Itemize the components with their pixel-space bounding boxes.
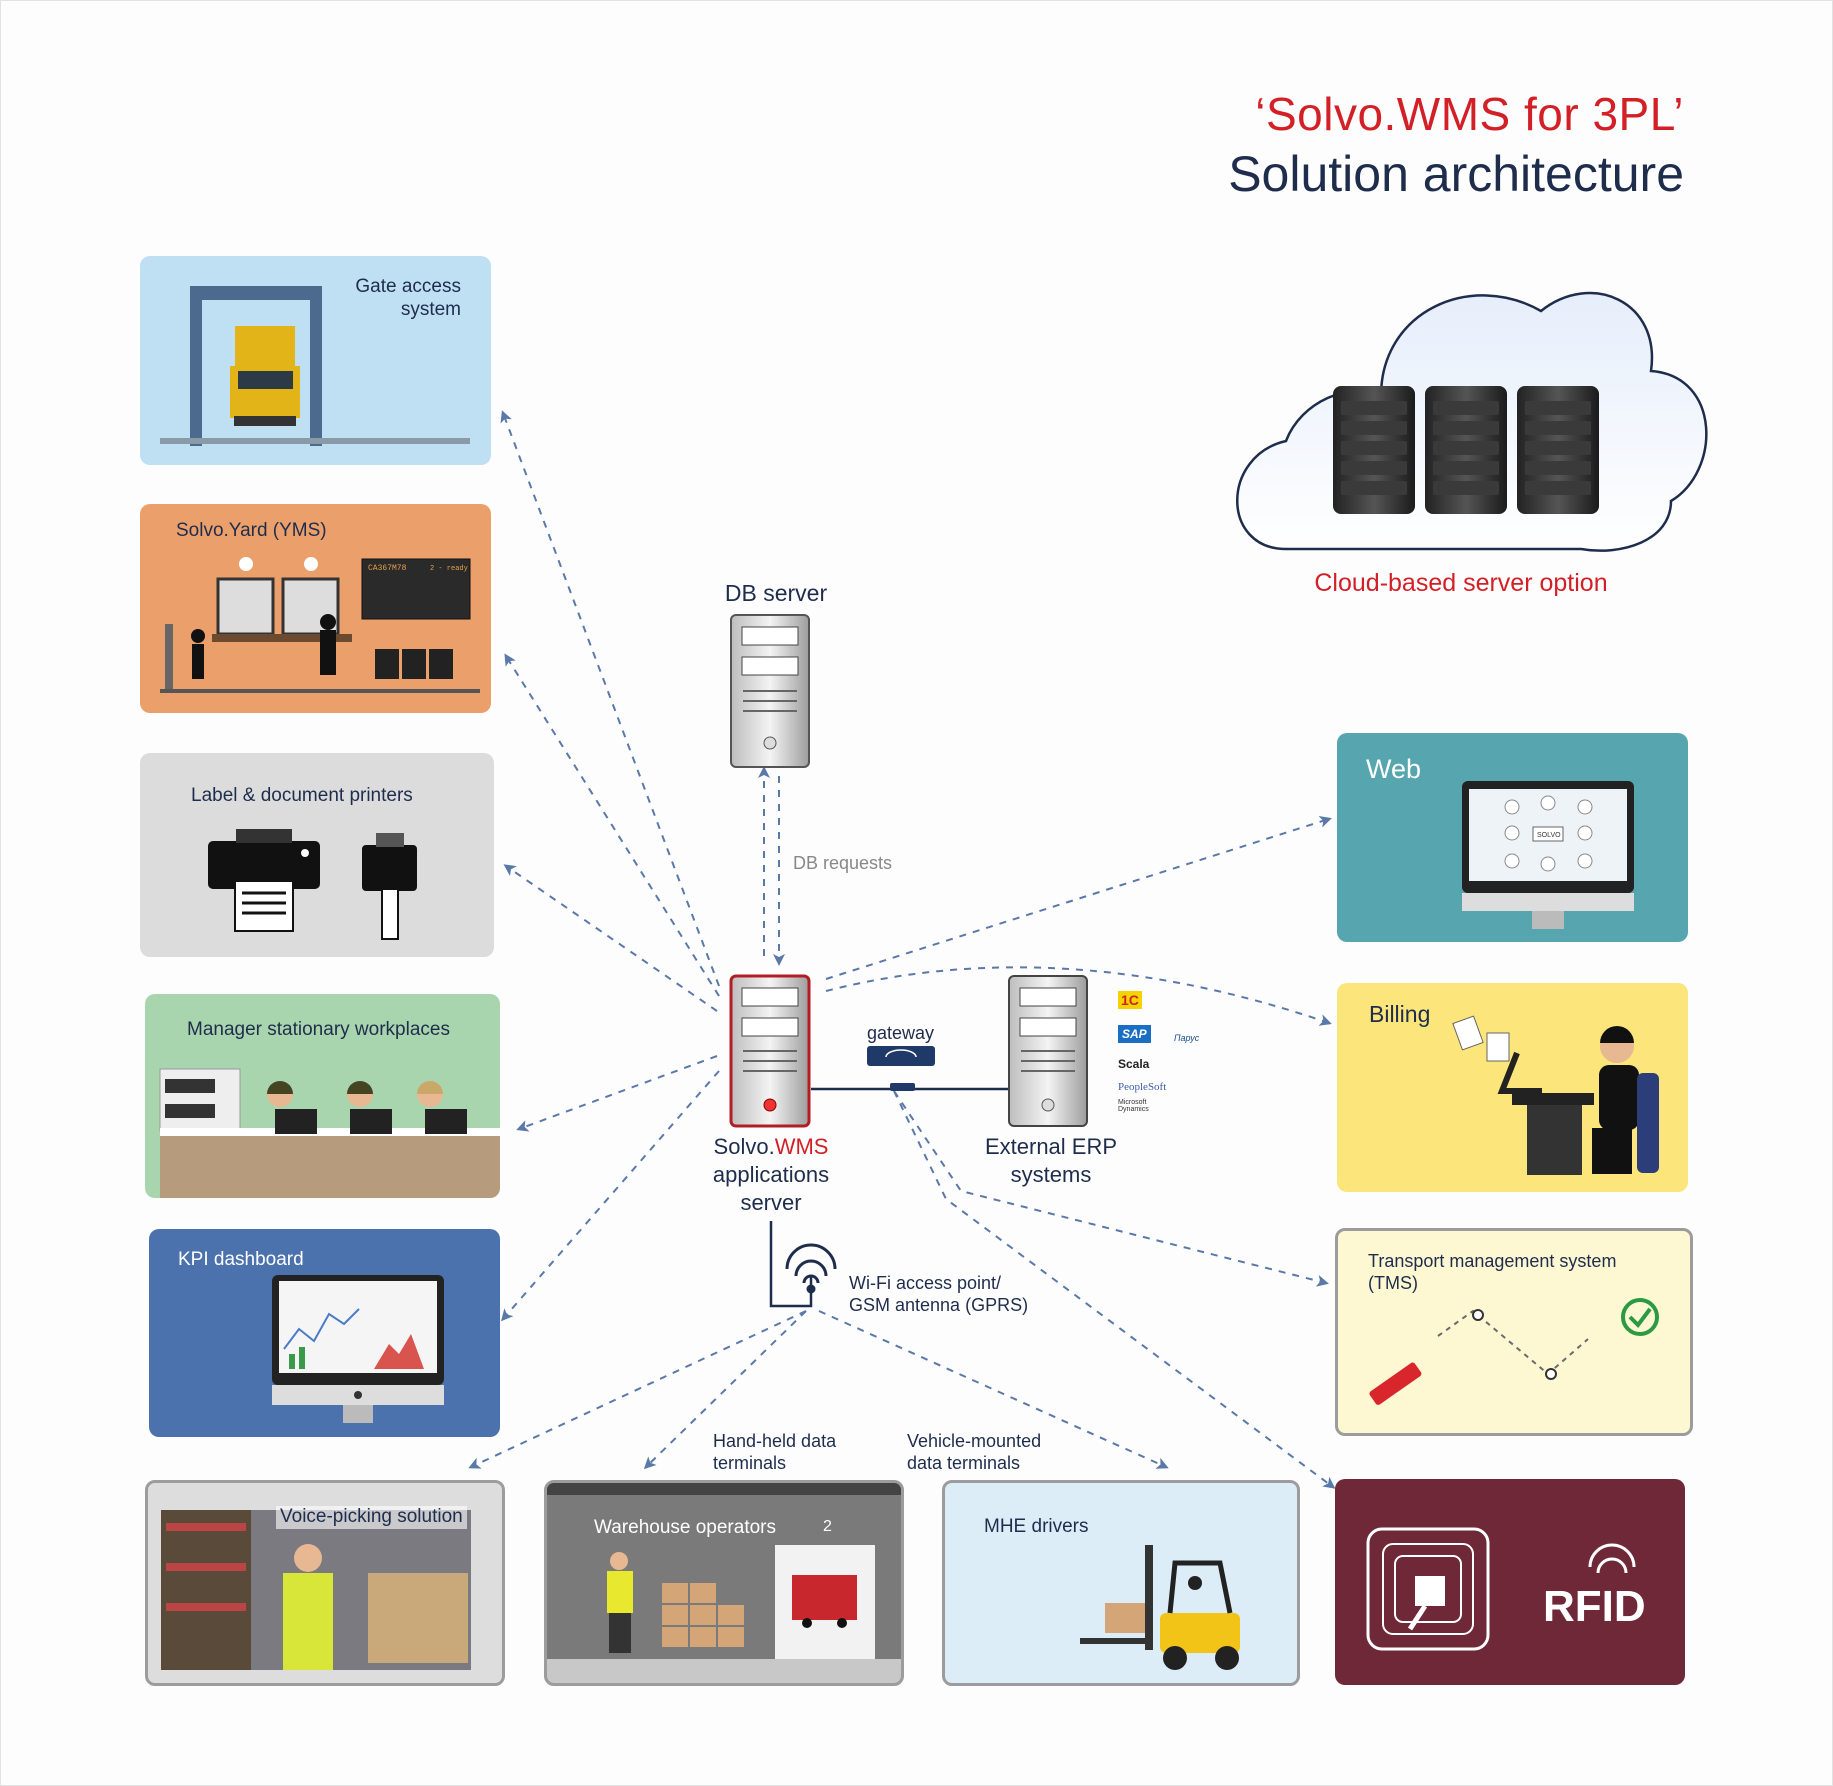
erp-label: External ERP systems: [984, 1134, 1118, 1188]
tms-route-illustration: [1369, 1298, 1659, 1405]
arrow-to-warehouse: [643, 1310, 807, 1470]
truck-gate-illustration: [160, 286, 470, 446]
logo-dynamics: Microsoft Dynamics: [1118, 1099, 1149, 1113]
voice-picking-illustration: [161, 1510, 471, 1670]
logo-sap: SAP: [1118, 1025, 1151, 1043]
voice-picking-label: Voice-picking solution: [276, 1506, 467, 1529]
warehouse-illustration: [547, 1545, 901, 1683]
db-server-icon: [730, 614, 810, 768]
rfid-tag-icon: [1366, 1527, 1636, 1651]
kpi-monitor-illustration: [272, 1275, 444, 1423]
manager-label: Manager stationary workplaces: [187, 1019, 450, 1040]
cloud-server-2: [1425, 386, 1507, 514]
wifi-label: Wi-Fi access point/ GSM antenna (GPRS): [849, 1273, 1028, 1317]
kpi-label: KPI dashboard: [178, 1249, 304, 1270]
arrow-to-voice: [468, 1310, 807, 1469]
warehouse-operators-label: Warehouse operators: [594, 1517, 777, 1538]
arrow-to-manager: [516, 1055, 718, 1132]
erp-server-icon: [1008, 975, 1088, 1127]
gate-access-box[interactable]: Gate access system: [140, 256, 491, 465]
diagram-subtitle: Solution architecture: [1228, 146, 1684, 202]
arrow-to-web: [825, 816, 1332, 980]
wifi-label-line2: GSM antenna (GPRS): [849, 1294, 1029, 1315]
yard-board-text-1: CA367M78: [368, 564, 407, 573]
logo-parus: Парус: [1174, 1033, 1200, 1043]
web-label: Web: [1366, 754, 1422, 784]
web-monitor-illustration: SOLVO: [1462, 781, 1634, 929]
cloud-server-3: [1517, 386, 1599, 514]
tms-label: Transport management system (TMS): [1368, 1251, 1617, 1293]
billing-box[interactable]: Billing: [1337, 983, 1688, 1192]
printers-label: Label & document printers: [191, 785, 413, 806]
cloud-server-1: [1333, 386, 1415, 514]
voice-picking-box[interactable]: Voice-picking solution: [145, 1480, 505, 1686]
logo-scala: Scala: [1118, 1057, 1150, 1071]
web-center-text: SOLVO: [1537, 832, 1561, 839]
printers-box[interactable]: Label & document printers: [140, 753, 494, 957]
dashed-arrows: [468, 410, 1336, 1489]
yard-box[interactable]: Solvo.Yard (YMS) CA367M78 2 - ready: [140, 504, 491, 713]
web-box[interactable]: Web SOLVO: [1337, 733, 1688, 942]
billing-label: Billing: [1369, 1001, 1431, 1027]
gateway-device: [867, 1046, 935, 1091]
vehicle-terminals-label: Vehicle-mounted data terminals: [907, 1431, 1042, 1473]
arrow-to-billing: [825, 966, 1332, 1026]
kpi-box[interactable]: KPI dashboard: [149, 1229, 500, 1437]
rfid-box[interactable]: RFID: [1335, 1479, 1685, 1685]
diagram-title: ‘Solvo.WMS for 3PL’: [1255, 88, 1684, 140]
warehouse-operators-box[interactable]: Warehouse operators 2: [544, 1480, 904, 1686]
arrow-to-kpi: [501, 1070, 720, 1322]
manager-illustration: [159, 1068, 500, 1198]
yard-illustration: CA367M78 2 - ready: [160, 557, 480, 693]
wifi-label-line1: Wi-Fi access point/: [849, 1273, 1002, 1293]
manager-box[interactable]: Manager stationary workplaces: [145, 994, 500, 1198]
mhe-drivers-box[interactable]: MHE drivers: [942, 1480, 1300, 1686]
logo-peoplesoft: PeopleSoft: [1118, 1081, 1167, 1093]
db-requests-label: DB requests: [793, 853, 893, 873]
forklift-illustration: [1080, 1545, 1240, 1670]
wifi-icon: [785, 1243, 837, 1294]
cloud-label: Cloud-based server option: [1314, 569, 1608, 597]
wms-label-brand: WMS: [774, 1134, 829, 1159]
arrow-to-printers: [503, 864, 718, 1012]
arrow-to-gate: [500, 410, 720, 987]
db-server-label: DB server: [724, 580, 828, 606]
erp-logos: 1С SAP Scala PeopleSoft Microsoft Dynami…: [1116, 989, 1216, 1139]
gateway-label: gateway: [867, 1023, 935, 1043]
mhe-drivers-label: MHE drivers: [984, 1516, 1089, 1537]
yard-label: Solvo.Yard (YMS): [176, 520, 327, 541]
cloud-shape: [1236, 291, 1708, 552]
printers-illustration: [208, 829, 417, 940]
dock-number: 2: [823, 1518, 832, 1535]
wms-server-icon: [729, 974, 811, 1128]
gate-access-label: Gate access system: [355, 276, 461, 320]
wms-server-label: Solvo.WMS applications server: [691, 1133, 851, 1217]
arrow-to-yard: [504, 653, 720, 997]
billing-illustration: [1452, 1015, 1659, 1175]
yard-board-text-2: 2 - ready: [430, 565, 468, 573]
wms-label-rest: applications server: [712, 1162, 830, 1216]
tms-box[interactable]: Transport management system (TMS): [1335, 1228, 1693, 1436]
wms-label-prefix: Solvo.: [713, 1134, 775, 1159]
handheld-terminals-label: Hand-held data terminals: [713, 1431, 837, 1473]
logo-1c: 1С: [1118, 991, 1142, 1009]
rfid-label: RFID: [1543, 1582, 1646, 1631]
